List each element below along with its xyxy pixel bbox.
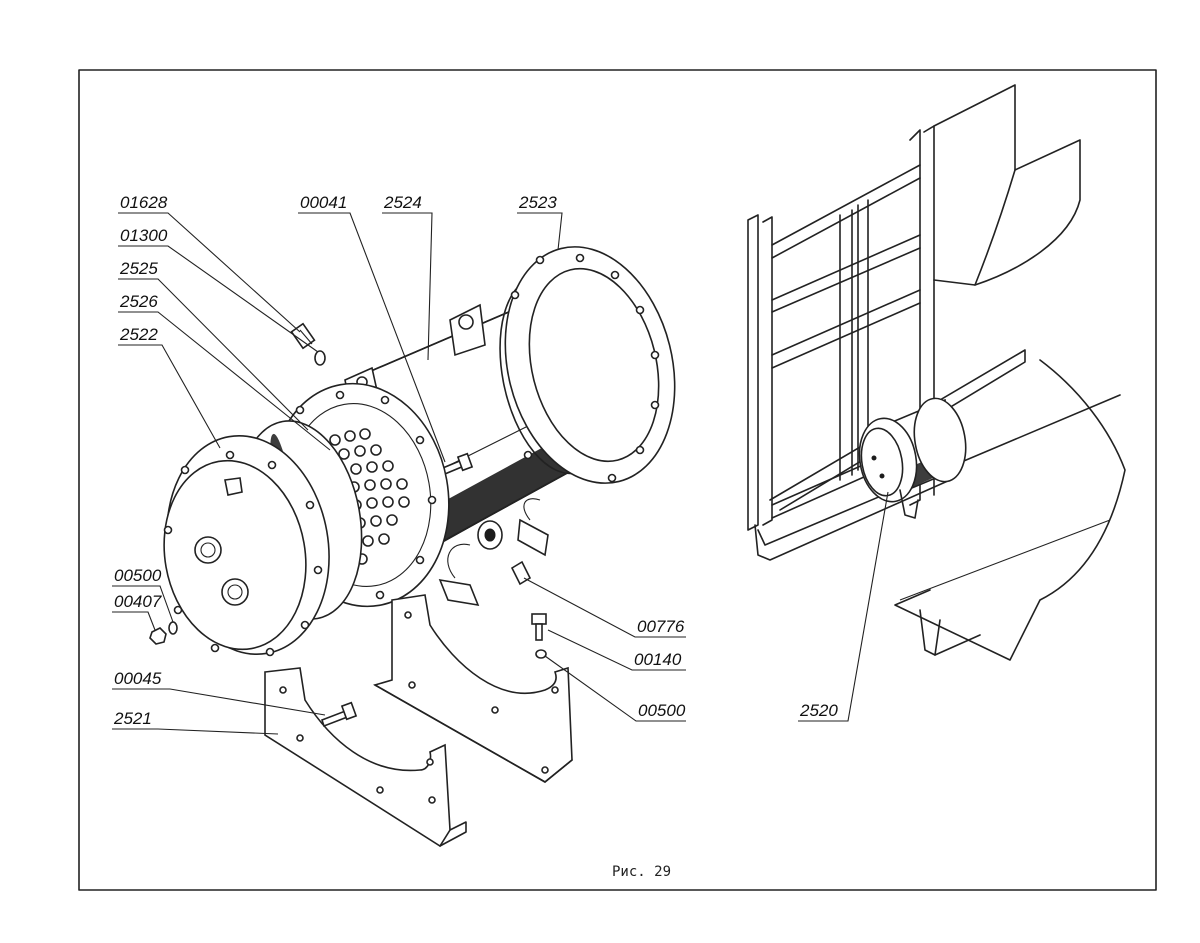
ladder-frame	[747, 125, 935, 531]
installation-view	[747, 84, 1126, 661]
heat-exchanger-assembly	[149, 246, 676, 848]
callout-00407: 00407	[114, 592, 162, 611]
hood	[933, 84, 1081, 286]
callout-2522: 2522	[119, 325, 158, 344]
floor-plane	[894, 359, 1126, 661]
end-flange-2523	[504, 246, 676, 484]
support-bracket-rear	[372, 594, 573, 783]
washer-00500-right	[535, 649, 547, 659]
nozzle	[438, 578, 480, 607]
callout-labels: 01628 01300 2525 2526 2522 00041 2524 25…	[113, 193, 838, 728]
callout-2520: 2520	[799, 701, 838, 720]
callout-00041: 00041	[300, 193, 347, 212]
end-cover-2522	[163, 434, 330, 657]
heat-exchanger-installed-2520	[858, 397, 967, 519]
callout-00776: 00776	[637, 617, 685, 636]
callout-00500-left: 00500	[114, 566, 162, 585]
fitting-00776	[510, 560, 532, 586]
nozzle	[517, 518, 549, 557]
lifting-lug	[449, 303, 486, 357]
callout-2525: 2525	[119, 259, 158, 278]
callout-2526: 2526	[119, 292, 158, 311]
callout-00500-right: 00500	[638, 701, 686, 720]
leader-lines	[112, 212, 889, 735]
callout-01628: 01628	[120, 193, 168, 212]
washer-00500-left	[168, 621, 178, 635]
drawing-frame	[78, 69, 1157, 891]
cover-nozzle-lower	[221, 578, 249, 606]
nut-00407	[149, 627, 167, 645]
callout-01300: 01300	[120, 226, 168, 245]
callout-00140: 00140	[634, 650, 682, 669]
figure-caption: Рис. 29	[612, 864, 671, 880]
bolt-00045	[320, 701, 358, 728]
callout-00045: 00045	[114, 669, 162, 688]
callout-2521: 2521	[113, 709, 152, 728]
bolt-00140	[531, 613, 547, 641]
callout-2524: 2524	[383, 193, 422, 212]
washer-01300	[314, 350, 326, 366]
callout-2523: 2523	[518, 193, 557, 212]
cover-nozzle-upper	[194, 536, 222, 564]
